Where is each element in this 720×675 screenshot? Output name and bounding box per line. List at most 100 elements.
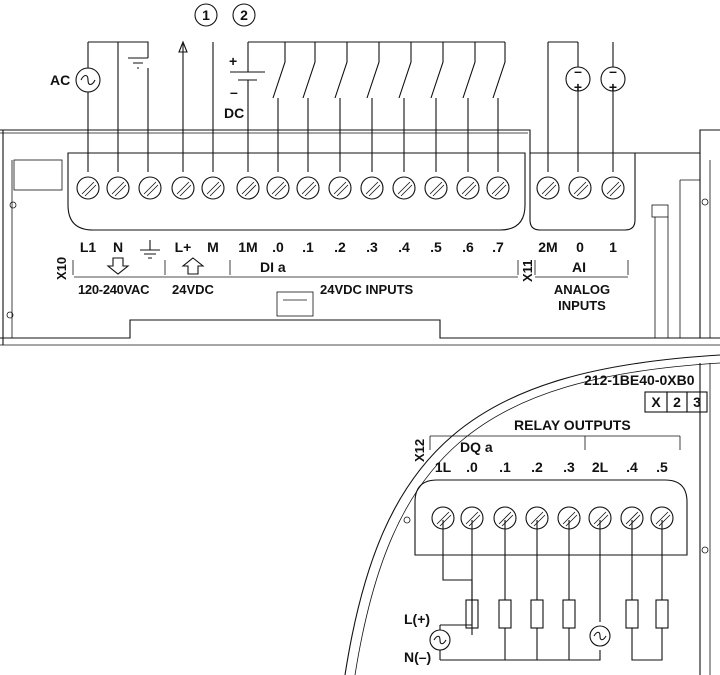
relay-load-icon-1 [498, 599, 512, 629]
version-cell-x: X [651, 394, 661, 410]
top-screw-icon-8 [328, 176, 352, 200]
term-2L: 2L [592, 459, 609, 475]
sensor-supply-label: 24VDC [172, 282, 215, 297]
term-di3: .3 [366, 239, 378, 255]
term-M: M [207, 239, 219, 255]
term-1L: 1L [435, 459, 452, 475]
svg-text:1: 1 [202, 7, 210, 23]
input-switch-icon-2 [334, 42, 348, 172]
term-1M: 1M [238, 239, 257, 255]
model-number: 212-1BE40-0XB0 [584, 372, 695, 388]
connector-x11: X11 [520, 260, 535, 282]
top-screw-icon-1 [106, 176, 130, 200]
analog-title-1: ANALOG [554, 282, 610, 297]
di-group-label: DI a [260, 259, 286, 275]
input-switch-icon-7 [492, 42, 506, 172]
input-switch-icon-1 [302, 42, 316, 172]
top-screw-icon-15 [568, 176, 592, 200]
term-ai1: 1 [609, 239, 617, 255]
term-Lplus: L+ [175, 239, 192, 255]
term-di4: .4 [398, 239, 410, 255]
analog-1-plus: + [574, 79, 582, 95]
sensor-arrow-up-icon [181, 257, 205, 275]
connector-x10: X10 [54, 257, 69, 280]
top-screw-icon-3 [171, 176, 195, 200]
version-cell-3: 3 [693, 394, 701, 410]
analog-terminal-labels: 2M 0 1 AI ANALOG INPUTS X11 [520, 239, 629, 313]
top-screw-icon-13 [486, 176, 510, 200]
top-screw-icon-5 [236, 176, 260, 200]
ac-source-icon [75, 67, 101, 93]
term-dq2: .2 [531, 459, 543, 475]
top-screw-icon-6 [266, 176, 290, 200]
term-di7: .7 [492, 239, 504, 255]
term-di2: .2 [334, 239, 346, 255]
term-dq0: .0 [466, 459, 478, 475]
dc-plus-label: + [229, 53, 237, 69]
top-screw-icon-7 [296, 176, 320, 200]
analog-title-2: INPUTS [558, 298, 606, 313]
relay-title: RELAY OUTPUTS [514, 417, 631, 433]
input-switch-icon-6 [462, 42, 476, 172]
analog-2-plus: + [609, 79, 617, 95]
ac-label: AC [50, 72, 70, 88]
term-L1: L1 [80, 239, 97, 255]
dc-source-icon [230, 71, 265, 81]
term-di0: .0 [272, 239, 284, 255]
relay-ac-source-2-icon [589, 625, 611, 647]
inputs-label: 24VDC INPUTS [320, 282, 414, 297]
top-screw-icon-16 [601, 176, 625, 200]
top-terminal-block [67, 152, 636, 231]
power-arrow-down-icon [106, 257, 130, 275]
relay-ac-source-1-icon [429, 625, 451, 660]
dc-label: DC [224, 105, 244, 121]
relay-wiring [429, 520, 669, 661]
term-dq4: .4 [626, 459, 638, 475]
input-switch-icon-4 [398, 42, 412, 172]
callout-2: 2 [232, 3, 256, 27]
relay-load-icon-0 [465, 599, 479, 629]
term-di6: .6 [462, 239, 474, 255]
ground-icon [128, 57, 148, 69]
top-screw-icon-4 [201, 176, 225, 200]
relay-outputs: RELAY OUTPUTS X12 DQ a 1L .0 .1 .2 .3 2L… [412, 417, 688, 556]
dc-minus-label: – [230, 84, 238, 100]
ai-group-label: AI [572, 259, 586, 275]
term-ground-icon [140, 240, 160, 259]
dq-group-label: DQ a [460, 439, 493, 455]
term-dq5: .5 [656, 459, 668, 475]
term-2M: 2M [538, 239, 557, 255]
top-screw-icon-11 [424, 176, 448, 200]
term-dq1: .1 [499, 459, 511, 475]
top-screw-icon-0 [76, 176, 100, 200]
top-screw-icon-2 [138, 176, 162, 200]
callout-1: 1 [194, 3, 218, 27]
plc-housing [0, 129, 720, 675]
analog-1-minus: – [574, 63, 582, 79]
term-di1: .1 [302, 239, 314, 255]
model-info: 212-1BE40-0XB0 X 2 3 [584, 372, 708, 413]
input-switch-icon-5 [430, 42, 444, 172]
input-switch-icon-0 [272, 42, 286, 172]
relay-load-icon-3 [562, 599, 576, 629]
relay-load-icon-4 [625, 599, 639, 629]
top-wiring [75, 40, 626, 172]
analog-2-minus: – [609, 63, 617, 79]
top-screw-icon-9 [360, 176, 384, 200]
load-l-plus-label: L(+) [404, 611, 430, 627]
term-ai0: 0 [576, 239, 584, 255]
analog-source-1-icon [565, 42, 591, 172]
top-screw-icon-10 [392, 176, 416, 200]
term-di5: .5 [430, 239, 442, 255]
top-screw-icon-14 [536, 176, 560, 200]
connector-x12: X12 [412, 439, 427, 462]
term-dq3: .3 [563, 459, 575, 475]
relay-load-icon-2 [530, 599, 544, 629]
analog-source-2-icon [600, 42, 626, 172]
svg-text:2: 2 [240, 7, 248, 23]
relay-load-icon-5 [655, 599, 669, 629]
input-switch-icon-3 [366, 42, 380, 172]
version-cell-2: 2 [673, 394, 681, 410]
load-n-minus-label: N(–) [404, 649, 431, 665]
